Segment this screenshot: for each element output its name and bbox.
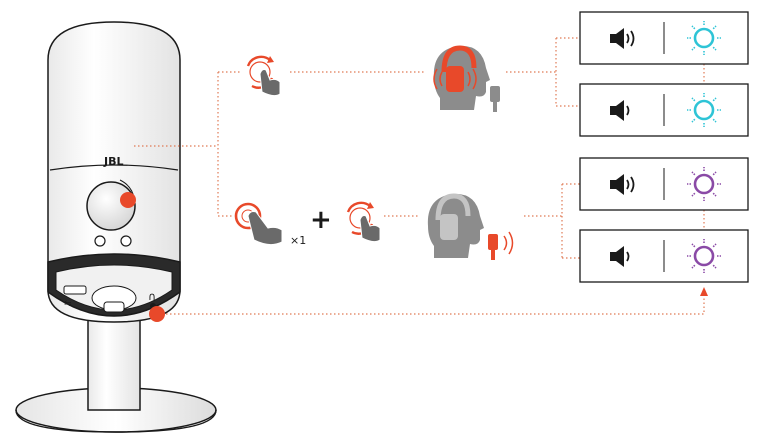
microphone: ⇋ ∩ JBL <box>15 21 217 433</box>
status-panel <box>579 11 749 65</box>
tap-ring <box>234 202 262 230</box>
mic-icon-head-accent <box>488 234 498 250</box>
stand-base-rim <box>15 409 217 433</box>
speaker-body <box>610 252 616 261</box>
speaker-volume-icon <box>610 246 630 267</box>
status-light-ray <box>712 171 717 176</box>
mic-wave-1 <box>503 235 508 251</box>
status-light-icon <box>687 21 721 55</box>
mic-wave-2 <box>508 231 514 255</box>
speaker-cone <box>616 28 624 49</box>
connector-lines <box>134 37 705 315</box>
speaker-volume-icon <box>610 174 635 195</box>
status-light-ray <box>712 264 717 269</box>
status-panels <box>579 11 749 283</box>
status-light-ring <box>693 99 715 121</box>
headphone-monitoring-icon <box>433 45 490 110</box>
headphone-band <box>441 45 477 73</box>
sound-wave-right-2 <box>472 68 477 90</box>
headphone-cup-2 <box>440 214 458 240</box>
tap-gesture-icon <box>234 202 283 246</box>
mic-icon-head <box>490 86 500 102</box>
status-light-icon <box>687 93 721 127</box>
speaker-body <box>610 106 616 115</box>
status-light-ray <box>712 97 717 102</box>
status-light-ray <box>691 25 696 30</box>
plus-sign: + <box>310 205 332 235</box>
mic-icon-grey <box>490 86 500 112</box>
headphone-band-2 <box>435 193 471 221</box>
sound-wave-right-1 <box>467 71 471 87</box>
status-light-ray <box>691 118 696 123</box>
rotate-hand-2 <box>359 215 381 243</box>
headphone-port-symbol: ∩ <box>148 290 156 303</box>
connector-return-path <box>166 292 705 315</box>
speaker-wave-1 <box>626 105 630 116</box>
mic-button-left <box>94 235 106 247</box>
speaker-wave-2 <box>630 30 635 47</box>
status-panel <box>579 157 749 211</box>
center-port-inner <box>103 301 125 313</box>
stand-neck <box>87 317 141 411</box>
headphone-cup <box>446 66 464 92</box>
speaker-body <box>610 34 616 43</box>
sound-wave-left-2 <box>433 68 438 90</box>
speaker-wave-1 <box>626 251 630 262</box>
speaker-volume-icon <box>610 100 630 121</box>
speaker-wave-2 <box>630 176 635 193</box>
speaker-cone <box>616 174 624 195</box>
mic-icon-accent <box>488 231 514 260</box>
status-light-ray <box>691 97 696 102</box>
rotate-hand <box>259 69 281 97</box>
status-light-ray <box>691 264 696 269</box>
tap-count: ×1 <box>290 234 306 247</box>
status-light-ray <box>691 243 696 248</box>
status-light-ring <box>693 27 715 49</box>
sound-wave-left-1 <box>439 71 443 87</box>
status-light-ring <box>693 173 715 195</box>
status-light-ray <box>712 46 717 51</box>
rotate-arrow-tip-2 <box>367 202 374 209</box>
status-light-ray <box>712 192 717 197</box>
rotate-target <box>249 61 271 83</box>
rotate-arrow-arc-3 <box>346 201 371 213</box>
speaker-wave-1 <box>626 33 630 44</box>
speaker-cone <box>616 100 624 121</box>
speaker-volume-icon <box>610 28 635 49</box>
status-light-ray <box>691 192 696 197</box>
bottom-highlight-dot <box>149 306 165 322</box>
status-light-ray <box>712 25 717 30</box>
tap-hand <box>247 211 283 246</box>
speaker-body <box>610 180 616 189</box>
rotate-gesture-icon <box>246 55 281 97</box>
usb-port <box>63 285 87 295</box>
status-light-ray <box>691 46 696 51</box>
status-panel <box>579 83 749 137</box>
status-light-ray <box>712 118 717 123</box>
mic-button-right <box>120 235 132 247</box>
usb-symbol: ⇋ <box>64 299 72 309</box>
mic-gain-icon <box>427 193 484 258</box>
rotate-target-2 <box>349 207 371 229</box>
status-panel <box>579 229 749 283</box>
grille-line <box>49 164 179 171</box>
rotate-arrow-arc <box>246 55 271 67</box>
mic-icon-stem-accent <box>491 250 495 260</box>
speaker-cone <box>616 246 624 267</box>
return-arrow-head <box>700 287 708 296</box>
status-light-ray <box>712 243 717 248</box>
status-light-ring <box>693 245 715 267</box>
mic-icon-stem <box>493 102 497 112</box>
status-light-icon <box>687 167 721 201</box>
speaker-wave-1 <box>626 179 630 190</box>
rotate-arrow-tip <box>267 56 274 63</box>
brand-logo: JBL <box>103 155 124 168</box>
knob-highlight-dot <box>120 192 136 208</box>
rotate-gesture-icon-2 <box>346 201 381 243</box>
status-light-icon <box>687 239 721 273</box>
status-light-ray <box>691 171 696 176</box>
